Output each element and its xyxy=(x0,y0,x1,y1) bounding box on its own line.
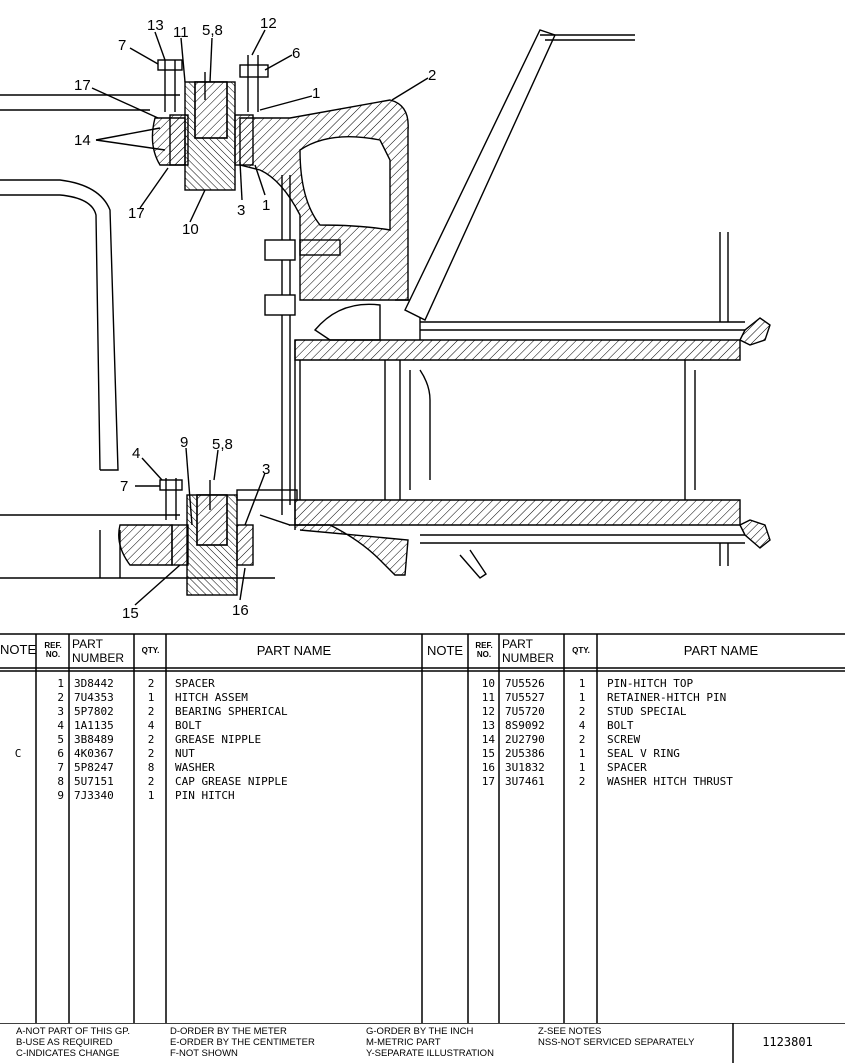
legend-e: E-ORDER BY THE CENTIMETER xyxy=(170,1037,315,1048)
header-note-right: NOTE xyxy=(426,643,464,658)
callout-17-bottom: 17 xyxy=(128,205,145,222)
document-number: 1123801 xyxy=(762,1035,813,1049)
legend-rules xyxy=(0,1023,845,1063)
legend-d: D-ORDER BY THE METER xyxy=(170,1026,287,1037)
legend-c: C-INDICATES CHANGE xyxy=(16,1048,120,1059)
header-part-number: PART NUMBER xyxy=(72,637,125,665)
callout-3-top: 3 xyxy=(237,202,245,219)
legend-a: A-NOT PART OF THIS GP. xyxy=(16,1026,131,1037)
header-part-number-right: PART NUMBER xyxy=(502,637,555,665)
header-part-name: PART NAME xyxy=(256,643,332,658)
callout-6: 6 xyxy=(292,45,300,62)
table-grid xyxy=(0,633,845,1023)
legend-nss: NSS-NOT SERVICED SEPARATELY xyxy=(538,1037,695,1048)
legend-g: G-ORDER BY THE INCH xyxy=(366,1026,474,1037)
header-qty-right: QTY. xyxy=(572,646,590,655)
header-part-name-right: PART NAME xyxy=(683,643,759,658)
callout-15: 15 xyxy=(122,605,139,622)
callout-1-top: 1 xyxy=(312,85,320,102)
callout-10: 10 xyxy=(182,221,199,238)
legend-b: B-USE AS REQUIRED xyxy=(16,1037,113,1048)
callout-11: 11 xyxy=(173,24,189,41)
callout-4: 4 xyxy=(132,445,140,462)
callout-5-8-top: 5,8 xyxy=(202,22,223,39)
header-ref-no-right: REF. NO. xyxy=(475,641,493,659)
legend-footer: A-NOT PART OF THIS GP. B-USE AS REQUIRED… xyxy=(0,1023,845,1063)
legend-f: F-NOT SHOWN xyxy=(170,1048,238,1059)
callout-13: 13 xyxy=(147,17,164,34)
callout-7-top: 7 xyxy=(118,37,126,54)
callout-7-bottom: 7 xyxy=(120,478,128,495)
legend-z: Z-SEE NOTES xyxy=(538,1026,602,1037)
callout-1-bottom: 1 xyxy=(262,197,270,214)
callout-14: 14 xyxy=(74,132,91,149)
legend-y: Y-SEPARATE ILLUSTRATION xyxy=(366,1048,494,1059)
callout-5-8-bottom: 5,8 xyxy=(212,436,233,453)
hitch-assembly-illustration: 13 11 5,8 12 7 6 17 1 2 14 17 3 1 10 4 9… xyxy=(0,15,771,622)
callout-3-bottom: 3 xyxy=(262,461,270,478)
header-note: NOTE xyxy=(0,642,37,657)
parts-list-table: NOTE REF. NO. PART NUMBER QTY. PART NAME… xyxy=(0,633,845,1023)
callout-16: 16 xyxy=(232,602,249,619)
callout-2: 2 xyxy=(428,67,436,84)
callout-17-top: 17 xyxy=(74,77,91,94)
header-ref-no: REF. NO. xyxy=(44,641,62,659)
legend-m: M-METRIC PART xyxy=(366,1037,441,1048)
header-qty: QTY. xyxy=(141,646,160,655)
callout-9: 9 xyxy=(180,434,188,451)
callout-12: 12 xyxy=(260,15,277,32)
